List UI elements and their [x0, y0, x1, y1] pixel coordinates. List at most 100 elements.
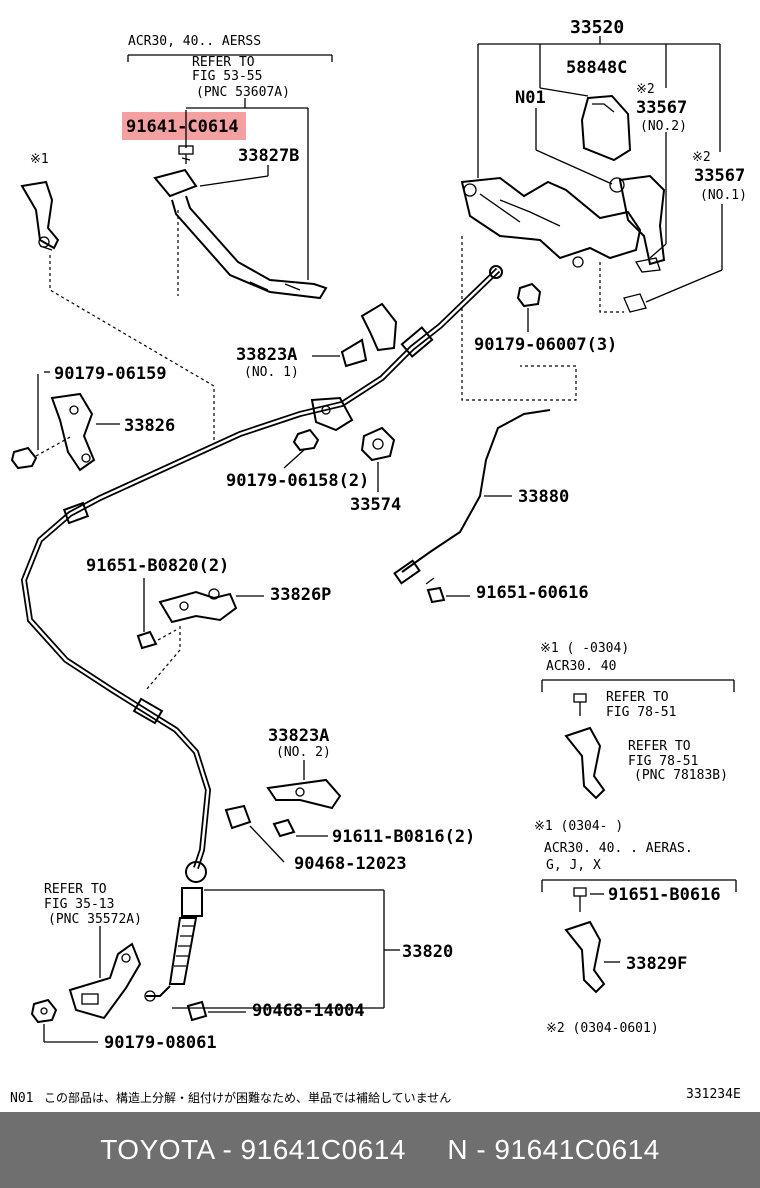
- label-mark1-range-a: ※1 ( -0304): [540, 641, 629, 656]
- bracket-35572a-icon: [68, 942, 142, 1020]
- label-33823a-no2[interactable]: 33823A: [268, 726, 329, 746]
- label-91651-b0820[interactable]: 91651-B0820(2): [86, 556, 229, 576]
- label-no1-b: (NO.1): [700, 188, 747, 203]
- label-mark1-range-b: ※1 (0304- ): [534, 819, 623, 834]
- diagram-canvas: ACR30, 40.. AERSS REFER TO FIG 53-55 (PN…: [10, 17, 747, 1106]
- knob-cover-icon: [580, 94, 632, 162]
- leader-90468-12023: [249, 825, 285, 863]
- label-fig-78-b: FIG 78-51: [628, 754, 698, 769]
- label-33567-b[interactable]: 33567: [694, 166, 745, 186]
- label-refer-78-a: REFER TO: [606, 690, 669, 705]
- cable-33820-lower-icon: [144, 861, 207, 1002]
- grommet-33823a-no2-icon: [266, 778, 342, 810]
- clip-33567-b-icon: [623, 293, 647, 313]
- label-acr3040-b: ACR30. 40. . AERAS.: [544, 841, 693, 856]
- target-part-highlight: [122, 112, 246, 140]
- grommet-33574-icon: [360, 426, 396, 462]
- label-mark2-b: ※2: [692, 150, 711, 165]
- label-fig-78-a: FIG 78-51: [606, 705, 676, 720]
- bracket-mark1-icon: [20, 180, 60, 251]
- label-91641-c0614[interactable]: 91641-C0614: [126, 117, 239, 137]
- label-refer-78-b: REFER TO: [628, 739, 691, 754]
- label-90179-08061[interactable]: 90179-08061: [104, 1033, 217, 1053]
- nut-90179-08061-icon: [30, 998, 58, 1024]
- label-mark2-a: ※2: [636, 82, 655, 97]
- clip-90468-14004-icon: [186, 1000, 208, 1022]
- dashed-line-mark1: [49, 255, 215, 440]
- label-diagram-code: 331234E: [686, 1087, 741, 1102]
- nut-90179-06007-icon: [516, 282, 542, 308]
- label-acr3040-a: ACR30. 40: [546, 659, 616, 674]
- label-refer-53: REFER TO: [192, 55, 255, 70]
- label-33826p[interactable]: 33826P: [270, 585, 331, 605]
- label-pnc-78183b: (PNC 78183B): [634, 768, 728, 783]
- label-33827b[interactable]: 33827B: [238, 146, 299, 166]
- nut-90179-06158-icon: [292, 428, 320, 452]
- bracket-33826-icon: [50, 392, 96, 472]
- clip-33567-a-icon: [634, 257, 661, 273]
- label-90468-12023[interactable]: 90468-12023: [294, 854, 407, 874]
- clip-90468-12023-icon: [224, 804, 252, 830]
- label-33826[interactable]: 33826: [124, 416, 175, 436]
- bolt-91651-b0616-icon: [573, 887, 587, 912]
- bolt-info-a-icon: [573, 693, 587, 716]
- bracket-info-a-icon: [564, 726, 606, 800]
- leader-90179-06158: [283, 449, 305, 469]
- label-pnc-53607: (PNC 53607A): [196, 85, 290, 100]
- cable-clamp-left-icon: [62, 501, 90, 525]
- label-mark2-range: ※2 (0304-0601): [546, 1021, 659, 1036]
- leader-58848c-b: [539, 87, 589, 97]
- label-no2-33823a: (NO. 2): [276, 745, 331, 760]
- label-refer-35: REFER TO: [44, 882, 107, 897]
- label-33567-a[interactable]: 33567: [636, 98, 687, 118]
- dashed-line-33826: [35, 435, 73, 457]
- bolt-91651-b0820-icon: [136, 630, 158, 650]
- bracket-33826p-icon: [158, 588, 238, 624]
- bracket-33829f-icon: [564, 920, 606, 994]
- leader-33567-b-b: [645, 269, 723, 303]
- label-33574[interactable]: 33574: [350, 495, 401, 515]
- label-fig-53: FIG 53-55: [192, 69, 262, 84]
- label-91651-b0616[interactable]: 91651-B0616: [608, 885, 721, 905]
- label-90179-06007[interactable]: 90179-06007(3): [474, 335, 617, 355]
- label-33820[interactable]: 33820: [402, 942, 453, 962]
- bolt-91611-b0816-icon: [272, 818, 296, 838]
- rod-33880-icon: [401, 409, 551, 573]
- label-pnc-35572a: (PNC 35572A): [48, 912, 142, 927]
- label-fig-35: FIG 35-13: [44, 897, 114, 912]
- bolt-91651-60616-icon: [425, 577, 446, 604]
- cable-end-upper-icon: [400, 265, 503, 358]
- pedal-bracket-icon: [153, 168, 328, 300]
- label-n01[interactable]: N01: [515, 88, 546, 108]
- label-n01-note-text: この部品は、構造上分解・組付けが困難なため、単品では補給していません: [44, 1090, 451, 1105]
- label-90179-06159[interactable]: 90179-06159: [54, 364, 167, 384]
- label-33829f[interactable]: 33829F: [626, 954, 687, 974]
- cable-bracket-mid-icon: [310, 396, 354, 432]
- leader-33827b-b: [199, 175, 269, 187]
- label-90179-06158[interactable]: 90179-06158(2): [226, 471, 369, 491]
- label-gjx: G, J, X: [546, 858, 601, 873]
- label-33823a-no1[interactable]: 33823A: [236, 345, 297, 365]
- label-91611-b0816[interactable]: 91611-B0816(2): [332, 827, 475, 847]
- label-58848c[interactable]: 58848C: [566, 58, 627, 78]
- grommet-33823a-no1-icon: [340, 302, 398, 368]
- label-no2-a: (NO.2): [640, 119, 687, 134]
- dashed-line-clip: [599, 262, 624, 313]
- dashed-line-assembly: [461, 236, 577, 401]
- label-33880[interactable]: 33880: [518, 487, 569, 507]
- label-91651-60616[interactable]: 91651-60616: [476, 583, 589, 603]
- label-n01-note-key: N01: [10, 1091, 33, 1106]
- shift-lever-assembly-icon: [460, 174, 666, 268]
- bolt-91641-icon: [178, 145, 194, 164]
- rod-33880-end-icon: [393, 559, 421, 585]
- label-acr-aerss: ACR30, 40.. AERSS: [128, 34, 261, 49]
- leader-n01-b: [535, 149, 613, 185]
- cable-clamp-lower-icon: [132, 697, 164, 725]
- part-number-footer: TOYOTA - 91641C0614 N - 91641C0614: [0, 1112, 760, 1188]
- label-no1-33823a: (NO. 1): [244, 365, 299, 380]
- label-mark1-top: ※1: [30, 152, 49, 167]
- dashed-line-33826p: [145, 626, 181, 691]
- label-90468-14004[interactable]: 90468-14004: [252, 1001, 365, 1021]
- label-33520[interactable]: 33520: [570, 17, 624, 38]
